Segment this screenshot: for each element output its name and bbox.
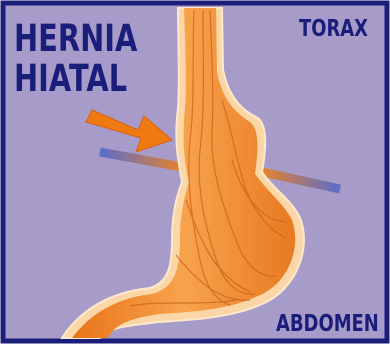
region-label-torax: TORAX bbox=[299, 18, 368, 41]
title-line-2: HIATAL bbox=[14, 60, 127, 97]
region-label-abdomen: ABDOMEN bbox=[276, 313, 379, 336]
title-line-1: HERNIA bbox=[14, 20, 137, 57]
